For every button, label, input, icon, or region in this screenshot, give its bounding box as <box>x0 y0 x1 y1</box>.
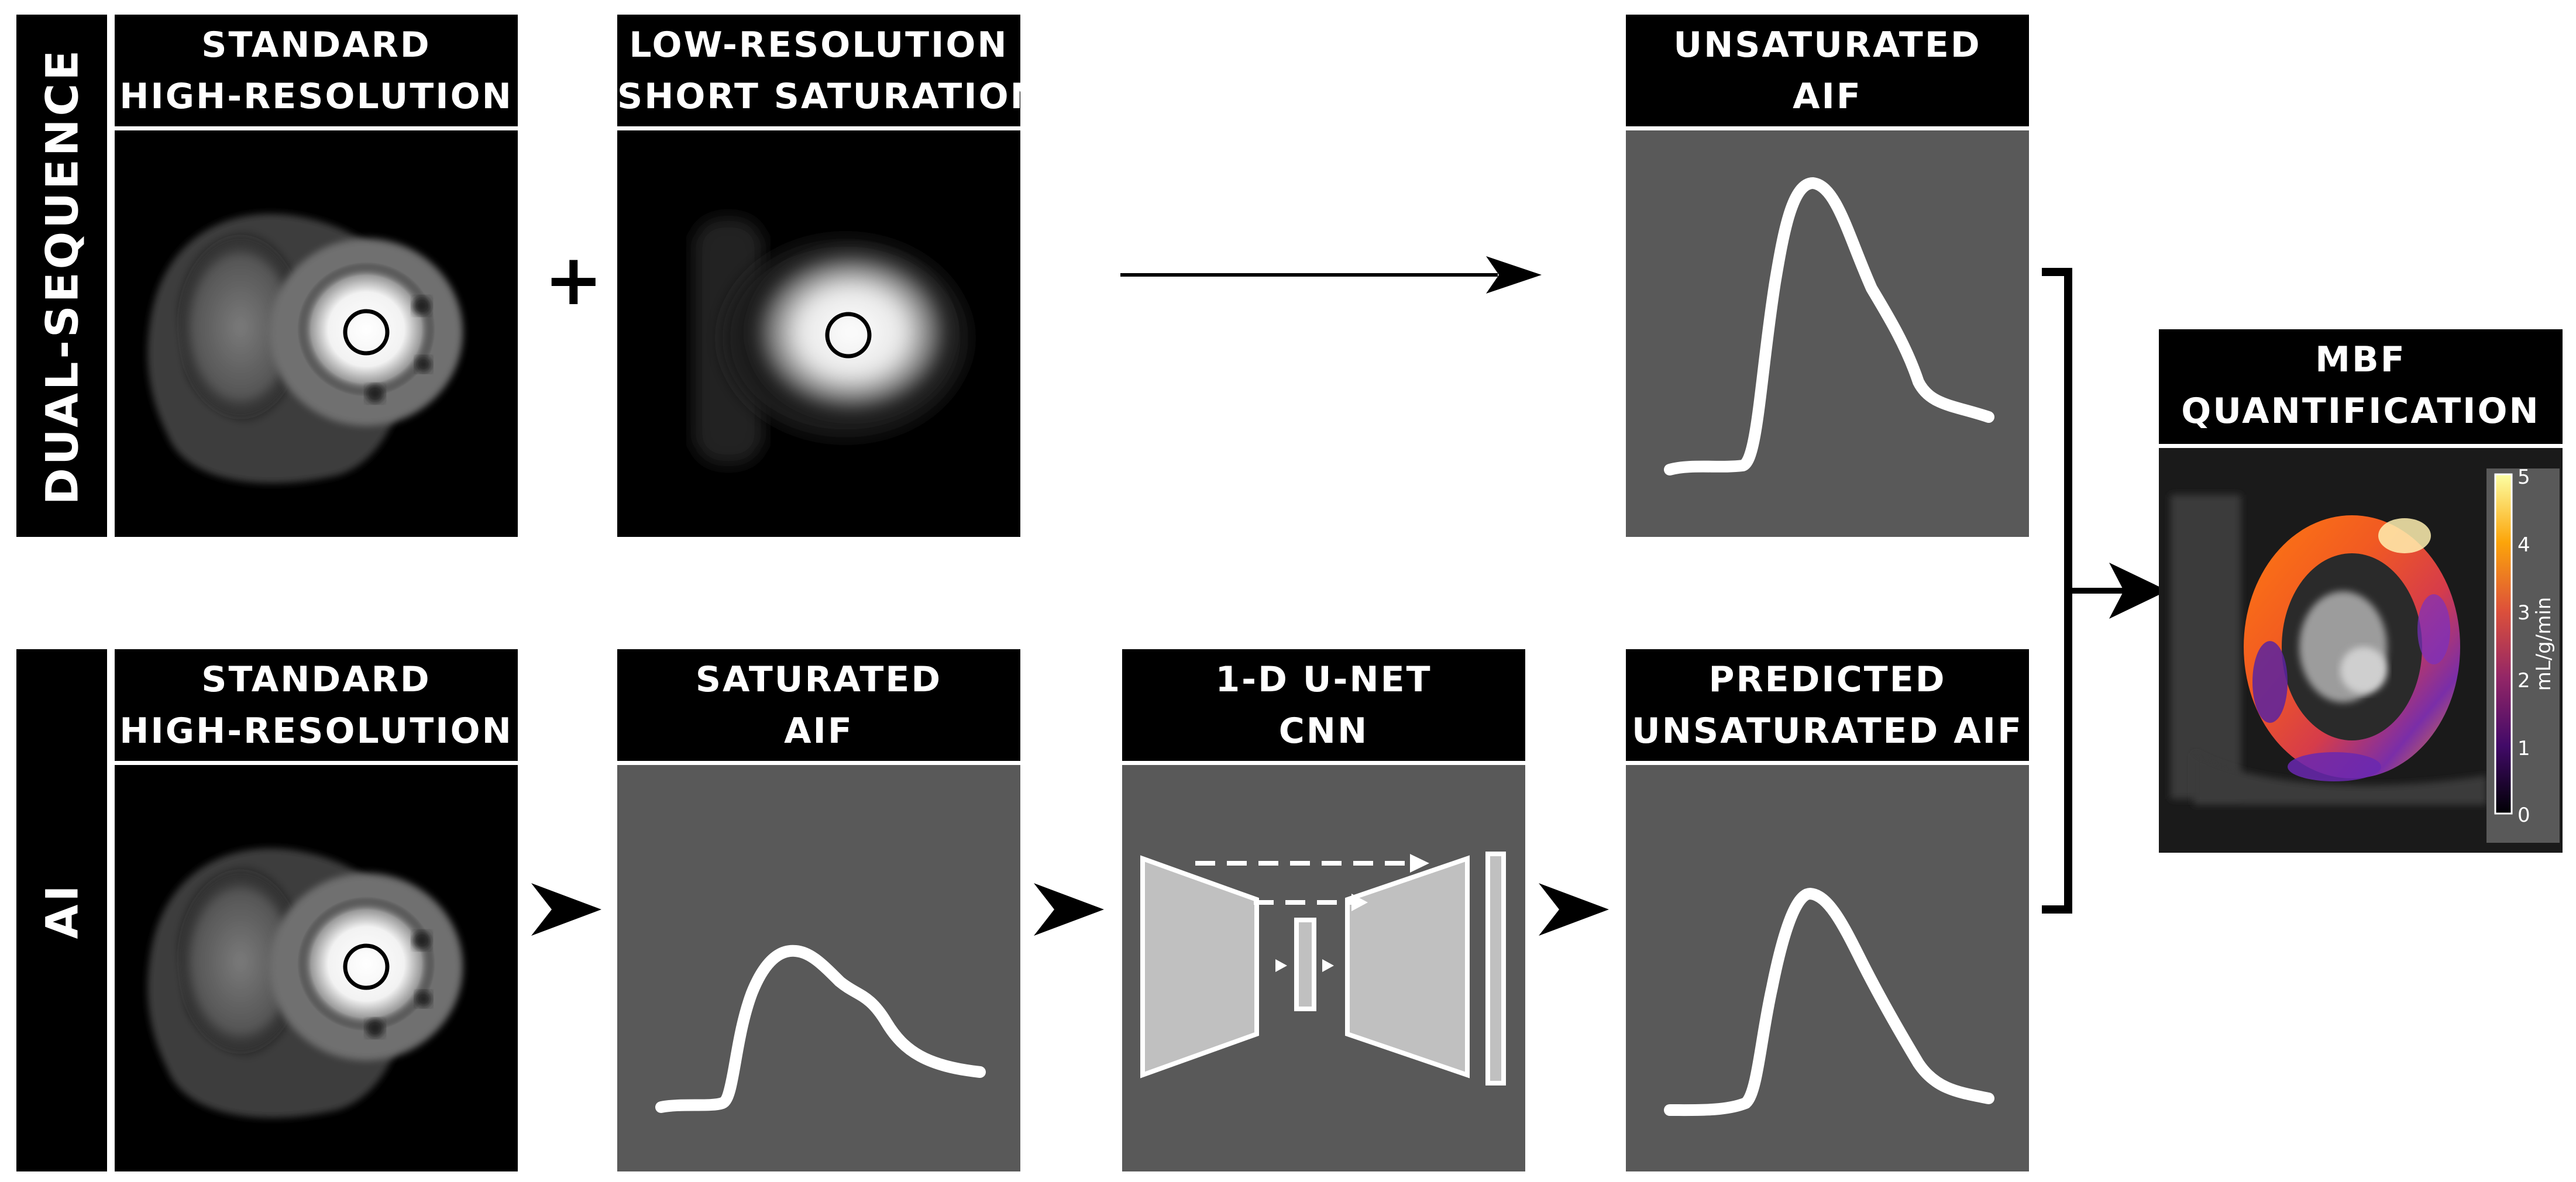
panel-predicted-aif: PREDICTED UNSATURATED AIF <box>1626 649 2029 1171</box>
panel-header: 1-D U-NET CNN <box>1122 649 1525 761</box>
panel-header: MBF QUANTIFICATION <box>2159 329 2563 444</box>
mri-image-highres <box>115 130 518 537</box>
panel-divider <box>1626 761 2029 765</box>
panel-title-line1: STANDARD <box>201 659 431 700</box>
row-label-dual-sequence: DUAL-SEQUENCE <box>16 15 107 537</box>
panel-divider <box>1626 126 2029 130</box>
bracket-icon <box>2042 268 2168 914</box>
aif-plot-saturated <box>617 765 1020 1171</box>
aif-curve <box>1664 888 1994 1116</box>
arrowhead-icon <box>1539 883 1609 936</box>
panel-divider <box>617 126 1020 130</box>
panel-divider <box>2159 444 2563 448</box>
aif-plot-predicted <box>1626 765 2029 1171</box>
roi-circle-icon <box>343 943 390 990</box>
colorbar-tick: 4 <box>2517 533 2530 557</box>
row-label-ai-text: AI <box>36 881 88 939</box>
panel-title-line1: 1-D U-NET <box>1215 659 1432 700</box>
plus-icon: + <box>544 240 603 321</box>
panel-title-line2: CNN <box>1278 711 1369 752</box>
panel-header: LOW-RESOLUTION SHORT SATURATION <box>617 15 1041 126</box>
aif-curve <box>655 945 986 1113</box>
roi-circle-icon <box>343 309 390 356</box>
panel-title-line2: HIGH-RESOLUTION <box>119 711 513 752</box>
unet-output-layer <box>1485 852 1506 1085</box>
panel-low-resolution: LOW-RESOLUTION SHORT SATURATION <box>617 15 1041 537</box>
panel-title-line1: PREDICTED <box>1708 659 1946 700</box>
panel-title-line1: UNSATURATED <box>1673 25 1982 66</box>
panel-unsaturated-aif: UNSATURATED AIF <box>1626 15 2029 537</box>
panel-title-line2: HIGH-RESOLUTION <box>119 76 513 117</box>
unet-bottleneck <box>1294 918 1316 1011</box>
panel-title-line1: MBF <box>2315 339 2406 380</box>
row-label-ai: AI <box>16 649 107 1171</box>
arrowhead-icon <box>531 883 601 936</box>
colorbar-gradient <box>2494 473 2513 815</box>
panel-header: SATURATED AIF <box>617 649 1020 761</box>
colorbar-tick: 2 <box>2517 669 2530 692</box>
panel-divider <box>617 761 1020 765</box>
colorbar-tick: 1 <box>2517 737 2530 760</box>
colorbar-tick: 3 <box>2517 601 2530 625</box>
panel-title-line1: STANDARD <box>201 25 431 66</box>
mri-image-lowres <box>617 130 1020 537</box>
panel-title-line2: UNSATURATED AIF <box>1632 711 2023 752</box>
panel-header: STANDARD HIGH-RESOLUTION <box>115 15 518 126</box>
mbf-map: 5 4 3 2 1 0 mL/g/min <box>2159 448 2563 853</box>
panel-mbf-quantification: MBF QUANTIFICATION <box>2159 329 2563 853</box>
arrow-icon <box>1120 256 1542 294</box>
arrowhead-icon <box>1034 883 1104 936</box>
unet-diagram <box>1122 765 1525 1171</box>
panel-title-line2: SHORT SATURATION <box>617 76 1041 117</box>
colorbar-tick: 0 <box>2517 804 2530 827</box>
row-label-dual-sequence-text: DUAL-SEQUENCE <box>36 47 88 505</box>
panel-saturated-aif: SATURATED AIF <box>617 649 1020 1171</box>
unet-encoder <box>1140 855 1259 1078</box>
panel-dual-high-resolution: STANDARD HIGH-RESOLUTION <box>115 15 518 537</box>
panel-title-line2: QUANTIFICATION <box>2181 391 2540 432</box>
panel-header: UNSATURATED AIF <box>1626 15 2029 126</box>
panel-title-line2: AIF <box>784 711 854 752</box>
aif-curve <box>1664 177 1994 475</box>
panel-divider <box>1122 761 1525 765</box>
panel-divider <box>115 761 518 765</box>
panel-ai-high-resolution: STANDARD HIGH-RESOLUTION <box>115 649 518 1171</box>
panel-title-line2: AIF <box>1793 76 1862 117</box>
panel-header: PREDICTED UNSATURATED AIF <box>1626 649 2029 761</box>
colorbar-unit-label: mL/g/min <box>2532 597 2556 691</box>
aif-plot-unsaturated <box>1626 130 2029 537</box>
panel-unet-cnn: 1-D U-NET CNN <box>1122 649 1525 1171</box>
unet-decoder <box>1345 855 1470 1078</box>
panel-title-line1: LOW-RESOLUTION <box>629 25 1009 66</box>
roi-circle-icon <box>825 312 872 359</box>
mri-image-highres <box>115 765 518 1171</box>
panel-divider <box>115 126 518 130</box>
colorbar-tick: 5 <box>2517 466 2530 489</box>
panel-header: STANDARD HIGH-RESOLUTION <box>115 649 518 761</box>
panel-title-line1: SATURATED <box>695 659 943 700</box>
